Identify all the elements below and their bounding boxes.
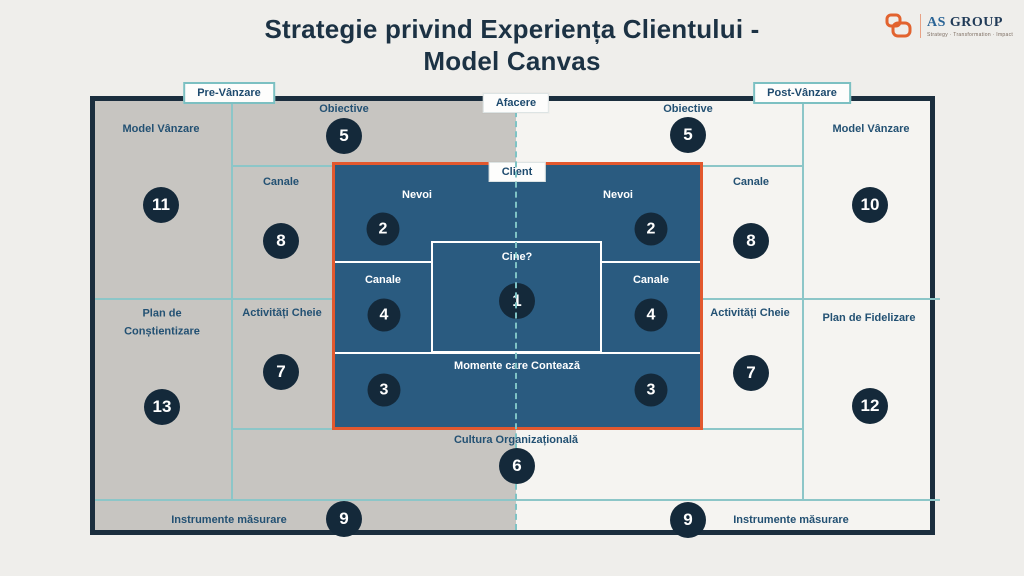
badge-5-left: 5 (326, 118, 362, 154)
page-title: Strategie privind Experiența Clientului … (0, 14, 1024, 77)
client-zone-box: Nevoi 2 Nevoi 2 Canale 4 Canale 4 Moment… (332, 162, 703, 430)
as-group-logo-icon (885, 13, 912, 38)
badge-6: 6 (499, 448, 535, 484)
canvas-board: Model Vânzare 11 Plan de Conștientizare … (90, 82, 940, 538)
badge-11: 11 (143, 187, 179, 223)
label-nevoi-right: Nevoi (603, 189, 633, 201)
divider-h-obiective-right (703, 165, 804, 167)
label-cine: Cine? (501, 251, 533, 263)
badge-8-right: 8 (733, 223, 769, 259)
divider-h-mid-left (95, 298, 332, 300)
label-canale-left: Canale (262, 176, 300, 188)
label-canale-right: Canale (732, 176, 770, 188)
label-model-vanzare-right: Model Vânzare (832, 123, 910, 135)
badge-1: 1 (499, 283, 535, 319)
badge-9-right: 9 (670, 502, 706, 538)
logo-tagline: Strategy · Transformation · Impact (927, 31, 1014, 38)
label-canale-inner-left: Canale (364, 274, 402, 286)
logo-divider (920, 14, 921, 38)
divider-h-obiective-left (231, 165, 332, 167)
logo-name-as: AS (927, 14, 946, 30)
badge-4-left: 4 (367, 298, 401, 332)
as-group-logo: AS GROUP Strategy · Transformation · Imp… (884, 12, 1013, 40)
label-canale-inner-right: Canale (632, 274, 670, 286)
label-instrumente-left: Instrumente măsurare (171, 514, 287, 526)
label-activitati-left: Activități Cheie (242, 307, 322, 319)
label-momente: Momente care Contează (454, 360, 580, 372)
tab-client: Client (488, 162, 546, 182)
badge-2-left: 2 (366, 212, 400, 246)
label-obiective-right: Obiective (663, 103, 713, 115)
client-divider-h-upper-left (335, 261, 431, 263)
badge-13: 13 (144, 389, 180, 425)
tab-pre-vanzare: Pre-Vânzare (183, 82, 275, 104)
badge-2-right: 2 (634, 212, 668, 246)
badge-10: 10 (852, 187, 888, 223)
badge-5-right: 5 (670, 117, 706, 153)
divider-v-left (231, 101, 233, 499)
label-activitati-right: Activități Cheie (710, 307, 790, 319)
label-instrumente-right: Instrumente măsurare (733, 514, 849, 526)
badge-9-left: 9 (326, 501, 362, 537)
badge-3-left: 3 (367, 373, 401, 407)
label-cultura: Cultura Organizațională (453, 434, 579, 446)
page-title-line1: Strategie privind Experiența Clientului … (264, 14, 760, 44)
divider-h-instrumente (95, 499, 940, 501)
center-dashed-line (515, 101, 517, 530)
label-plan-constientizare: Plan de Conștientizare (124, 307, 200, 337)
logo-name-group: GROUP (949, 14, 1003, 30)
badge-7-right: 7 (733, 355, 769, 391)
label-model-vanzare-left: Model Vânzare (122, 123, 200, 135)
badge-7-left: 7 (263, 354, 299, 390)
tab-afacere: Afacere (482, 93, 550, 113)
label-nevoi-left: Nevoi (402, 189, 432, 201)
divider-h-cultura-right (703, 428, 804, 430)
badge-4-right: 4 (634, 298, 668, 332)
divider-v-right (802, 101, 804, 499)
label-plan-fidelizare: Plan de Fidelizare (822, 312, 916, 324)
badge-12: 12 (852, 388, 888, 424)
logo-text-block: AS GROUP Strategy · Transformation · Imp… (927, 15, 1013, 38)
divider-h-cultura-left (231, 428, 332, 430)
page-title-line2: Model Canvas (423, 45, 601, 76)
divider-h-mid-right (703, 298, 940, 300)
badge-8-left: 8 (263, 223, 299, 259)
badge-3-right: 3 (634, 373, 668, 407)
tab-post-vanzare: Post-Vânzare (753, 82, 851, 104)
client-divider-h-upper-right (602, 261, 700, 263)
client-divider-h-lower (335, 352, 700, 354)
label-obiective-left: Obiective (319, 103, 369, 115)
